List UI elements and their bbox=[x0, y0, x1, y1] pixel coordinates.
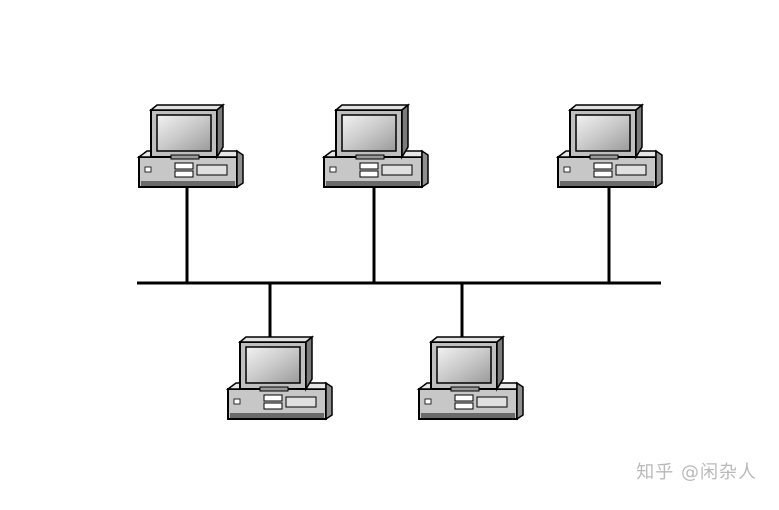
watermark-text: 知乎 @闲杂人 bbox=[636, 462, 757, 483]
desktop-computer-icon bbox=[227, 336, 333, 420]
desktop-computer-icon bbox=[138, 104, 244, 188]
desktop-computer-icon bbox=[418, 336, 524, 420]
desktop-computer-icon bbox=[323, 104, 429, 188]
desktop-computer-icon bbox=[557, 104, 663, 188]
